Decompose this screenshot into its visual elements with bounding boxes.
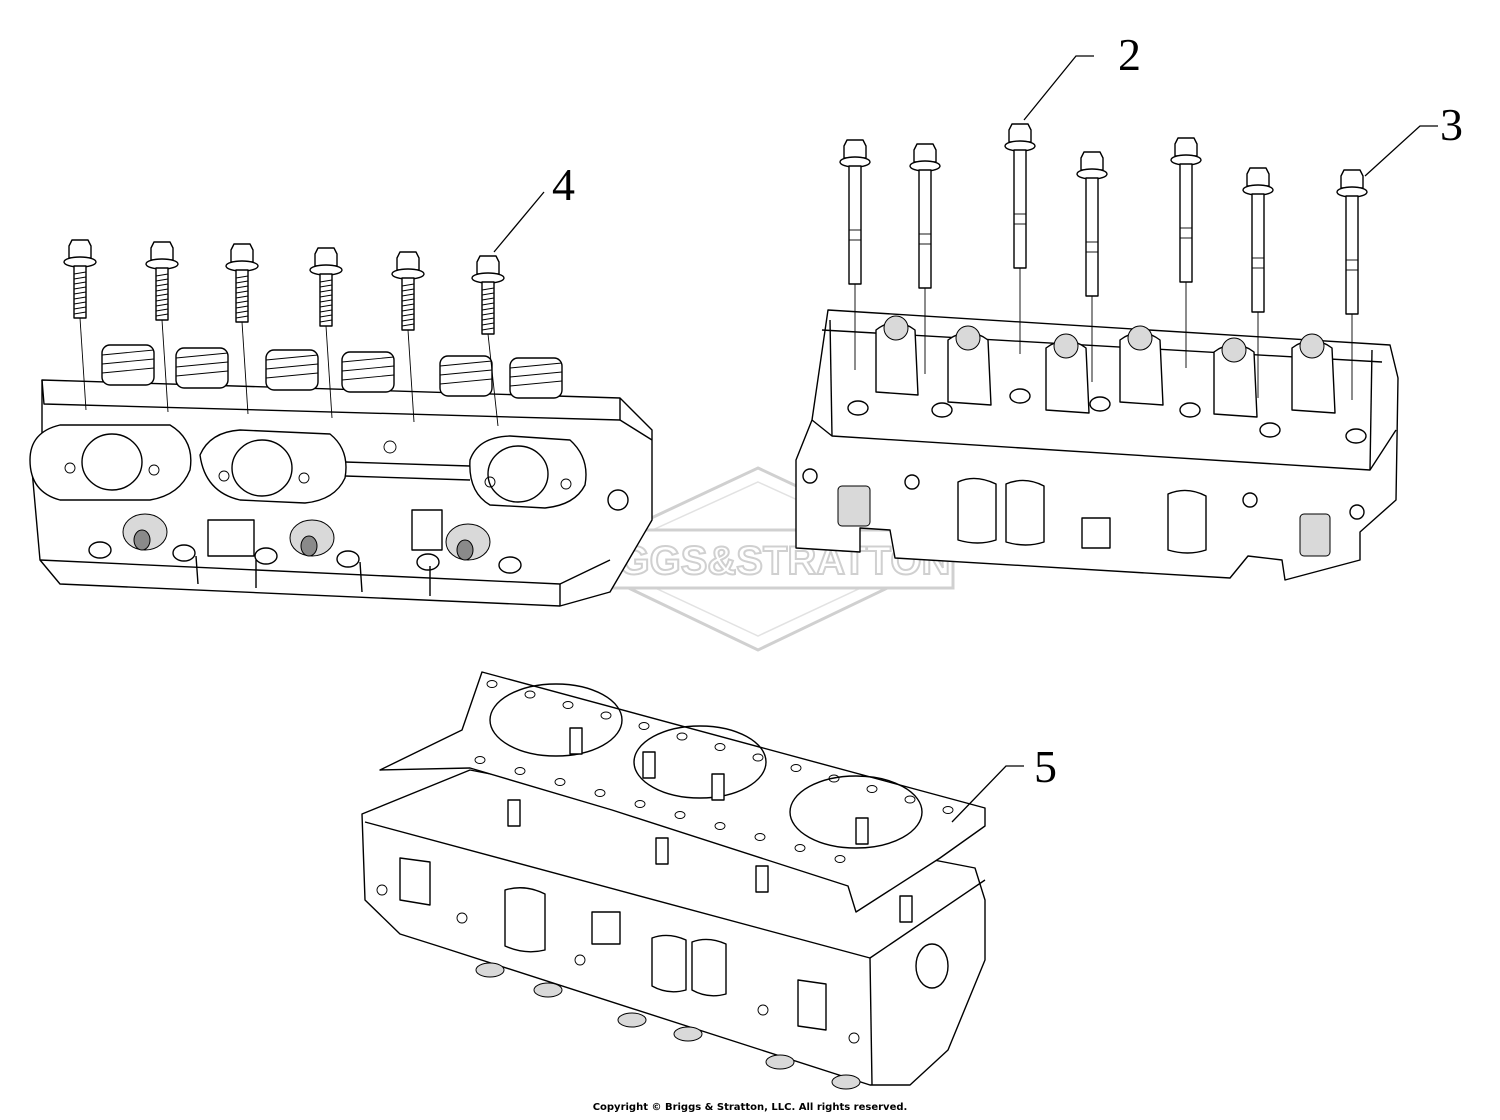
copyright-notice: Copyright © Briggs & Stratton, LLC. All … xyxy=(592,1102,908,1113)
bolt-short xyxy=(63,239,97,411)
bolt-short xyxy=(391,251,425,423)
callout-5: 5 xyxy=(1034,741,1057,792)
callout-4: 4 xyxy=(552,159,575,210)
bolt-long xyxy=(909,143,941,374)
left-cylinder-head xyxy=(29,344,653,607)
bolt-short xyxy=(309,247,343,419)
bolt-long xyxy=(1242,167,1274,398)
right-cylinder-head xyxy=(795,309,1399,581)
bolt-set-item-4 xyxy=(63,239,505,427)
bolt-long xyxy=(839,139,871,370)
callout-leaders xyxy=(493,55,1438,823)
bolt-short xyxy=(225,243,259,415)
callout-3: 3 xyxy=(1440,99,1463,150)
bolt-long xyxy=(1336,169,1368,400)
bolt-long xyxy=(1170,137,1202,368)
callout-2: 2 xyxy=(1118,29,1141,80)
head-gasket-item-5 xyxy=(379,671,986,913)
bolt-short xyxy=(145,241,179,413)
bolt-set-items-2-3 xyxy=(839,123,1368,400)
bolt-short xyxy=(471,255,505,427)
bolt-long xyxy=(1076,151,1108,382)
bolt-long xyxy=(1004,123,1036,354)
